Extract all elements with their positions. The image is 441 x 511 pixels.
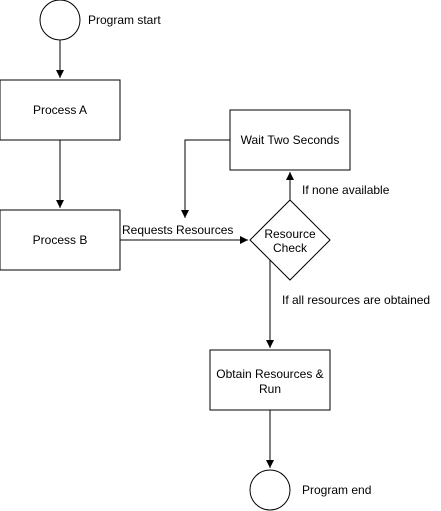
end-label: Program end	[302, 483, 371, 497]
obtain-node	[209, 349, 331, 411]
obtain-label-line1: Obtain Resources &	[216, 367, 323, 381]
resource-check-label-line2: Check	[273, 241, 308, 255]
resource-check-label-line1: Resource	[264, 227, 316, 241]
obtain-label-line2: Run	[259, 382, 281, 396]
edge-all-obtained-label: If all resources are obtained	[282, 293, 430, 307]
edge-requests-label: Requests Resources	[122, 223, 233, 237]
edge-wait-to-requests	[181, 139, 230, 218]
start-label: Program start	[88, 13, 161, 27]
end-node	[249, 469, 291, 511]
process-a-label: Process A	[33, 103, 87, 117]
process-a-node	[0, 79, 121, 141]
wait-node	[229, 109, 351, 171]
start-node	[39, 0, 81, 41]
edge-none-available-label: If none available	[302, 183, 390, 197]
process-b-node	[0, 209, 121, 271]
wait-label: Wait Two Seconds	[241, 133, 340, 147]
process-b-label: Process B	[33, 233, 88, 247]
